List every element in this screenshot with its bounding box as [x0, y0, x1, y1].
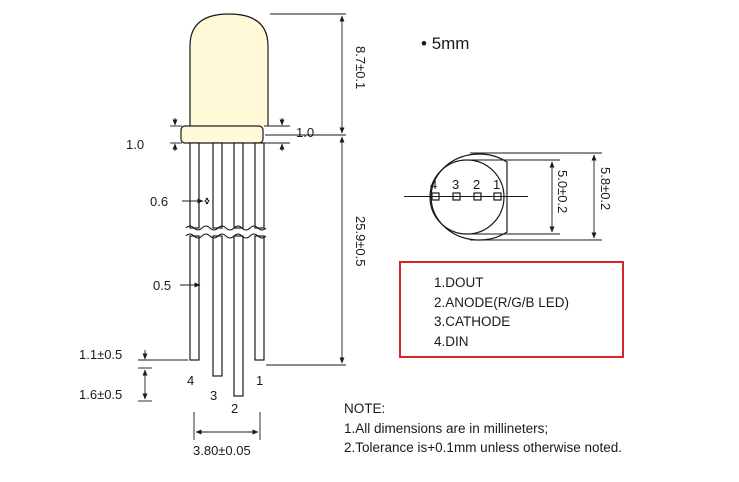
dimension-labels: 8.7±0.1 25.9±0.5 1.0 1.0 0.6 0.5 1.1±0.5…: [79, 46, 368, 458]
note-line-2: 2.Tolerance is+0.1mm unless otherwise no…: [344, 440, 623, 455]
led-side-view: [180, 13, 269, 397]
pinout-box: 1.DOUT 2.ANODE(R/G/B LED) 3.CATHODE 4.DI…: [399, 261, 624, 358]
bottom-number-1: 1: [493, 177, 500, 192]
led-flange: [180, 125, 264, 144]
led-dome: [189, 13, 269, 126]
dim-rim-right: 1.0: [296, 125, 314, 140]
dim-outer-diameter: 5.8±0.2: [598, 167, 613, 210]
dim-lead-length: 25.9±0.5: [353, 216, 368, 267]
note-block: NOTE: 1.All dimensions are in millineter…: [344, 399, 622, 458]
lead-number-2: 2: [231, 401, 238, 416]
pinout-list: 1.DOUT 2.ANODE(R/G/B LED) 3.CATHODE 4.DI…: [434, 273, 569, 351]
outer-flange: [430, 153, 508, 241]
dim-height-dome: 8.7±0.1: [353, 46, 368, 89]
pinout-item-3: 3.CATHODE: [434, 314, 511, 329]
lead-numbers: 4 3 2 1: [187, 373, 263, 416]
note-title: NOTE:: [344, 401, 386, 416]
lead-number-1: 1: [256, 373, 263, 388]
dim-lead-narrow: 0.5: [153, 278, 171, 293]
note-line-1: 1.All dimensions are in millineters;: [344, 420, 549, 436]
dim-rim-left: 1.0: [126, 137, 144, 152]
dimension-lines: [138, 13, 346, 440]
bottom-number-3: 3: [452, 177, 459, 192]
bottom-view-labels: 4 3 2 1 5.0±0.2 5.8±0.2: [430, 167, 613, 213]
size-label-text: 5mm: [431, 34, 470, 53]
lead-wires: [189, 142, 265, 397]
lead-4: [189, 142, 200, 229]
inner-body: [429, 159, 505, 235]
dim-stagger-top: 1.1±0.5: [79, 347, 122, 362]
pinout-item-2: 2.ANODE(R/G/B LED): [434, 294, 570, 310]
dim-stagger-bottom: 1.6±0.5: [79, 387, 122, 402]
lead-number-4: 4: [187, 373, 194, 388]
lead-break-marks: [185, 225, 267, 239]
bottom-number-4: 4: [430, 177, 437, 192]
lead-number-3: 3: [210, 388, 217, 403]
size-label: • 5mm: [421, 34, 470, 53]
bottom-number-2: 2: [473, 177, 480, 192]
dim-inner-diameter: 5.0±0.2: [555, 170, 570, 213]
dim-pitch-total: 3.80±0.05: [193, 443, 251, 458]
pinout-item-4: 4.DIN: [434, 333, 469, 349]
dim-lead-wide: 0.6: [150, 194, 168, 209]
pinout-item-1: 1.DOUT: [434, 275, 484, 290]
led-bottom-view: [404, 152, 602, 241]
